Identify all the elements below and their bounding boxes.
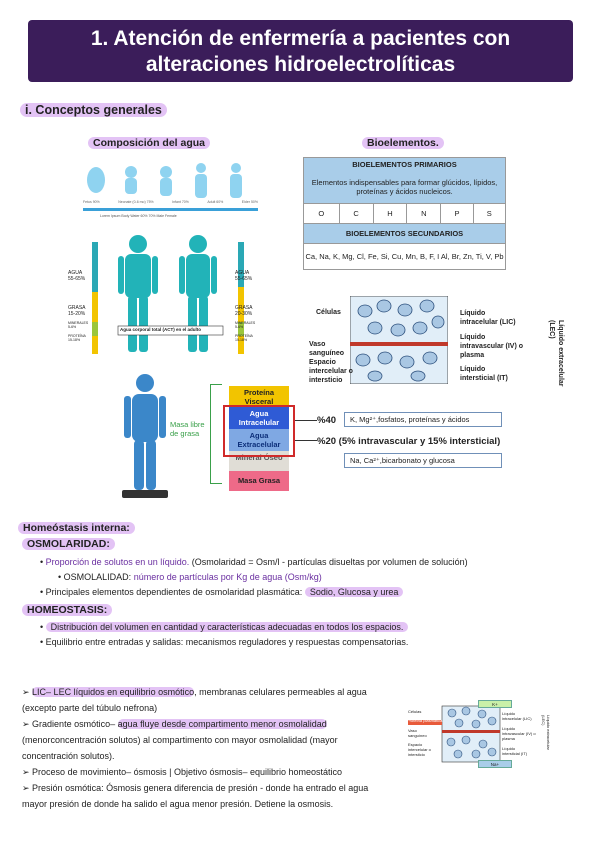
mini-k-box: K+: [478, 700, 512, 708]
element-cell: H: [372, 202, 408, 224]
layer-extracellular-water: Agua Extracelular: [229, 429, 289, 451]
cells-label: Células: [316, 309, 341, 316]
element-cell: P: [440, 202, 474, 224]
layer-fat: Masa Grasa: [229, 471, 289, 491]
right-mineral-label: MINERALES 5-6%: [235, 321, 256, 329]
body-silhouette: [122, 374, 168, 498]
lic-label: Líquido intracelular (LIC): [460, 310, 516, 326]
stage-label: Fetus 90%: [83, 200, 100, 204]
element-cell: N: [406, 202, 442, 224]
compartments-diagram: [349, 295, 449, 385]
right-protein-label: PROTEÍNA 15-18%: [235, 334, 253, 342]
note-3: ➢ Proceso de movimiento– ósmosis | Objet…: [22, 767, 343, 777]
mini-lec-label: Líquido extracelular (LEC): [541, 715, 551, 750]
agua-heading: Composición del agua: [88, 137, 211, 149]
body-composition-figure: [78, 230, 258, 355]
extracellular-ions: Na, Ca²⁺,bicarbonato y glucosa: [344, 453, 502, 468]
secondary-list: Ca, Na, K, Mg, Cl, Fe, Si, Cu, Mn, B, F,…: [303, 242, 506, 270]
element-cell: S: [472, 202, 507, 224]
water-caption: Lorem Ipsum Body Water 60% 70% Male Fema…: [100, 214, 177, 218]
homeostasis-list: • Distribución del volumen en cantidad y…: [40, 620, 580, 650]
connector: [295, 420, 317, 421]
mini-compartments-illustration: [408, 705, 501, 763]
secondary-title: BIOELEMENTOS SECUNDARIOS: [345, 228, 464, 238]
act-label: Agua corporal total (ACT) en el adulto: [120, 327, 202, 332]
intracellular-ions: K, Mg²⁺,fosfatos, proteínas y ácidos: [344, 412, 502, 427]
notes-list: ➢ LIC– LEC líquidos en equilibrio osmóti…: [22, 684, 392, 812]
note-4: ➢ Presión osmótica: Ósmosis genera difer…: [22, 783, 369, 809]
osmolarity-heading: OSMOLARIDAD:: [22, 538, 115, 550]
body-figure: [108, 372, 183, 502]
lec-label: Líquido extracelular (LEC): [548, 320, 564, 387]
iv-label: Líquido intravascular (IV) o plasma: [460, 334, 524, 359]
connector: [295, 440, 317, 441]
mini-na-box: Na+: [478, 760, 512, 768]
bullet-3: • Principales elementos dependientes de …: [40, 585, 580, 600]
mini-iv-label: Líquido intravascular (IV) o plasma: [502, 726, 536, 741]
element-cell: C: [338, 202, 374, 224]
bullet-2: • OSMOLALIDAD: número de partículas por …: [58, 572, 322, 582]
lean-mass-bracket: [210, 384, 222, 484]
water-stages-figure: [83, 162, 258, 222]
title-line-2: alteraciones hidroelectrolíticas: [145, 53, 456, 76]
bullet-4: • Distribución del volumen en cantidad y…: [40, 620, 580, 635]
note-1: ➢ LIC– LEC líquidos en equilibrio osmóti…: [22, 687, 367, 713]
homeostasis-subheading: HOMEOSTASIS:: [22, 604, 113, 616]
mini-interstitial-label: Espacio intercelular o intersticio: [408, 742, 431, 757]
water-stages-illustration: [83, 163, 258, 211]
body-silhouettes: [92, 235, 244, 354]
osmolarity-list: • Proporción de solutos en un líquido. (…: [40, 555, 580, 600]
left-protein-label: PROTEÍNA 15-18%: [68, 334, 86, 342]
compartments-illustration: [349, 295, 449, 385]
layer-protein: Proteína Visceral: [229, 386, 289, 407]
vessel-label: Vaso sanguíneo: [309, 341, 345, 357]
mini-vessel-label: Vaso sanguíneo: [408, 728, 427, 738]
mini-cells-label: Células: [408, 709, 422, 714]
mini-compartments-diagram: [404, 700, 564, 768]
bullet-1: • Proporción de solutos en un líquido. (…: [40, 557, 468, 567]
right-fat-label: GRASA 20-30%: [235, 305, 253, 317]
element-cell: O: [303, 202, 340, 224]
primary-title: BIOELEMENTOS PRIMARIOS: [352, 160, 457, 169]
left-water-label: AGUA 55-65%: [68, 270, 86, 282]
it-label: Líquido intersticial (IT): [460, 366, 508, 382]
right-water-label: AGUA 55-65%: [235, 270, 253, 282]
water-highlight-box: [223, 405, 295, 457]
pct40-label: %40: [317, 415, 337, 426]
pct20-label: %20 (5% intravascular y 15% intersticial…: [317, 436, 501, 447]
interstitial-space-label: Espacio intercelular o intersticio: [309, 359, 353, 384]
bullet-5: • Equilibrio entre entradas y salidas: m…: [40, 637, 409, 647]
stage-label: Neonate (0-6 mo) 75%: [118, 200, 154, 204]
left-fat-label: GRASA 15-20%: [68, 305, 86, 317]
section-heading: i. Conceptos generales: [20, 103, 167, 117]
bio-heading: Bioelementos.: [362, 137, 444, 149]
mini-it-label: Líquido intersticial (IT): [502, 746, 528, 756]
left-mineral-label: MINERALES 5-6%: [68, 321, 89, 329]
note-2: ➢ Gradiente osmótico– agua fluye desde c…: [22, 719, 338, 761]
water-stage-labels: Fetus 90% Neonate (0-6 mo) 75% Infant 70% A…: [83, 200, 258, 204]
stage-label: Elder 50%: [241, 200, 258, 204]
stage-label: Infant 70%: [172, 200, 189, 204]
homeostasis-heading: Homeóstasis interna:: [18, 522, 135, 534]
page-title: 1. Atención de enfermería a pacientes co…: [28, 20, 573, 82]
title-line-1: 1. Atención de enfermería a pacientes co…: [90, 27, 511, 50]
mass-pyramid: Proteína Visceral Agua Intracelular Agua…: [229, 386, 289, 491]
mini-lic-label: Líquido intracelular (LIC): [502, 711, 532, 721]
mini-plasma-label: Proteína plasmática: [407, 718, 443, 723]
lean-mass-label: Masa libre de grasa: [170, 420, 205, 438]
stage-label: Adult 60%: [207, 200, 224, 204]
bioelements-table: BIOELEMENTOS PRIMARIOS Elementos indispe…: [303, 157, 507, 270]
primary-desc: Elementos indispensables para formar glú…: [303, 171, 506, 204]
layer-intracellular-water: Agua Intracelular: [229, 407, 289, 429]
